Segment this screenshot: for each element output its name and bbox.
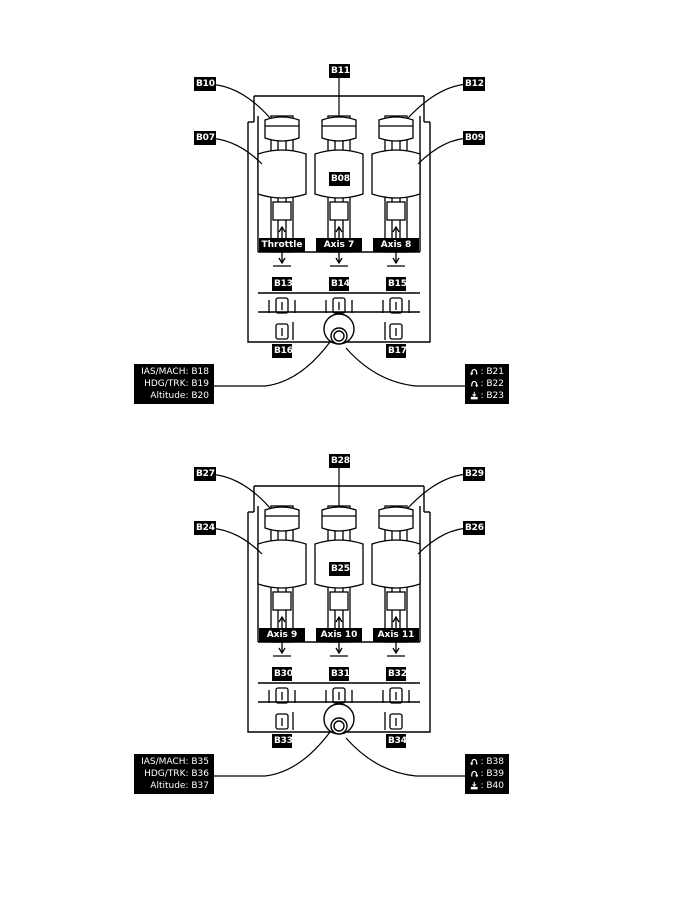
lever-stem <box>330 592 348 610</box>
button-label-top-left: B27 <box>194 467 216 481</box>
button-label-top-center: B11 <box>329 64 350 78</box>
button-label-top-left: B10 <box>194 77 216 91</box>
switch-label-bottom-right: B17 <box>386 344 406 358</box>
knob <box>324 704 354 734</box>
knob-callout-line: HDG/TRK: B36 <box>139 768 209 780</box>
axis-label-center: Axis 7 <box>316 238 362 252</box>
toggle-switch-right <box>383 688 409 703</box>
lever-stem <box>387 202 405 220</box>
rotate-right-icon <box>470 769 478 779</box>
button-label-handle-left: B07 <box>194 131 216 145</box>
rotate-right-icon <box>470 379 478 389</box>
knob-callout-line: Altitude: B37 <box>139 780 209 792</box>
quadrant-drawing <box>0 446 681 806</box>
switch-label-left: B13 <box>272 277 292 291</box>
rotary-callout-text: : B40 <box>480 780 504 792</box>
leader-line <box>212 342 330 386</box>
toggle-switch-left <box>269 298 295 313</box>
lever-top-grip <box>265 507 299 531</box>
push-icon <box>470 391 478 401</box>
rotary-callout-line: : B40 <box>470 780 504 792</box>
rotate-left-icon <box>470 367 478 377</box>
switch-label-bottom-left: B33 <box>272 734 292 748</box>
lever-stem <box>387 592 405 610</box>
knob <box>324 314 354 344</box>
switch-label-bottom-right: B34 <box>386 734 406 748</box>
lever-stem <box>330 202 348 220</box>
switch-label-right: B32 <box>386 667 406 681</box>
lever-top-grip <box>265 117 299 141</box>
rotary-callout-line: : B21 <box>470 366 504 378</box>
bottom-switch-left <box>276 712 293 730</box>
rotary-callout-text: : B23 <box>480 390 504 402</box>
leader-line <box>408 84 471 118</box>
lever-handle <box>258 540 306 588</box>
lever-top-grip <box>322 507 356 531</box>
lever-top-grip <box>322 117 356 141</box>
bottom-switch-left <box>276 322 293 340</box>
lever-top-grip <box>379 117 413 141</box>
quadrant-drawing <box>0 56 681 416</box>
rotary-callout-line: : B22 <box>470 378 504 390</box>
rotary-callout-text: : B21 <box>480 366 504 378</box>
switch-label-bottom-left: B16 <box>272 344 292 358</box>
toggle-switch-left <box>269 688 295 703</box>
axis-label-right: Axis 8 <box>373 238 419 252</box>
bottom-switch-right <box>385 322 402 340</box>
switch-label-center: B14 <box>329 277 349 291</box>
toggle-switch-center <box>326 298 352 313</box>
axis-label-left: Axis 9 <box>259 628 305 642</box>
button-label-handle-left: B24 <box>194 521 216 535</box>
rotary-callout-text: : B39 <box>480 768 504 780</box>
toggle-switch-right <box>383 298 409 313</box>
rotate-left-icon <box>470 757 478 767</box>
knob-callout-line: Altitude: B20 <box>139 390 209 402</box>
lever-handle <box>258 150 306 198</box>
axis-label-left: Throttle <box>259 238 305 252</box>
toggle-switch-center <box>326 688 352 703</box>
axis-label-right: Axis 11 <box>373 628 419 642</box>
button-label-handle-right: B09 <box>463 131 485 145</box>
lever-stem <box>273 202 291 220</box>
switch-label-left: B30 <box>272 667 292 681</box>
rotary-callout: : B38: B39: B40 <box>465 754 509 794</box>
knob-callout-line: IAS/MACH: B18 <box>139 366 209 378</box>
button-label-top-right: B29 <box>463 467 485 481</box>
lever-handle <box>372 150 420 198</box>
rotary-callout: : B21: B22: B23 <box>465 364 509 404</box>
button-label-top-center: B28 <box>329 454 350 468</box>
button-label-handle-right: B26 <box>463 521 485 535</box>
leader-line <box>212 732 330 776</box>
knob-callout-line: IAS/MACH: B35 <box>139 756 209 768</box>
rotary-callout-text: : B22 <box>480 378 504 390</box>
lever-top-grip <box>379 507 413 531</box>
rotary-callout-text: : B38 <box>480 756 504 768</box>
bottom-switch-right <box>385 712 402 730</box>
push-icon <box>470 781 478 791</box>
axis-label-center: Axis 10 <box>316 628 362 642</box>
knob-callout-line: HDG/TRK: B19 <box>139 378 209 390</box>
button-label-handle-center: B08 <box>329 172 350 186</box>
rotary-callout-line: : B38 <box>470 756 504 768</box>
lever-handle <box>372 540 420 588</box>
button-label-top-right: B12 <box>463 77 485 91</box>
button-label-handle-center: B25 <box>329 562 350 576</box>
switch-label-right: B15 <box>386 277 406 291</box>
leader-line <box>408 474 471 508</box>
lever-stem <box>273 592 291 610</box>
switch-label-center: B31 <box>329 667 349 681</box>
rotary-callout-line: : B23 <box>470 390 504 402</box>
rotary-callout-line: : B39 <box>470 768 504 780</box>
